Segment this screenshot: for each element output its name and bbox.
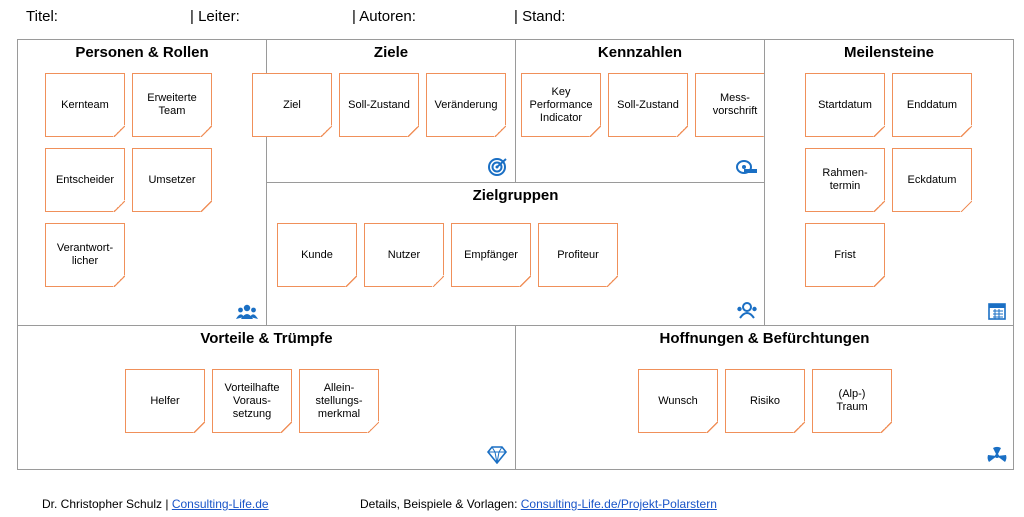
panel-title: Hoffnungen & Befürchtungen	[659, 330, 870, 347]
sticky-note: (Alp-) Traum	[812, 369, 892, 433]
panel-meilensteine: Meilensteine Startdatum Enddatum Rahmen-…	[764, 39, 1014, 326]
panel-title: Personen & Rollen	[75, 44, 209, 61]
author-text: Dr. Christopher Schulz |	[42, 497, 172, 511]
target-icon	[488, 158, 507, 176]
sticky-note: Verantwort- licher	[45, 223, 125, 287]
header-leiter: | Leiter:	[190, 8, 240, 25]
diamond-icon	[486, 446, 508, 464]
panel-title: Meilensteine	[843, 44, 935, 61]
author-link[interactable]: Consulting-Life.de	[171, 497, 269, 511]
sticky-note: Frist	[805, 223, 885, 287]
radiation-icon	[987, 446, 1007, 462]
sticky-note: Enddatum	[892, 73, 972, 137]
sticky-note: Profiteur	[538, 223, 618, 287]
sticky-note: Nutzer	[364, 223, 444, 287]
sticky-note: Vorteilhafte Voraus- setzung	[212, 369, 292, 433]
header-titel: Titel:	[26, 8, 58, 25]
sticky-note: Rahmen- termin	[805, 148, 885, 212]
panel-vorteile-truempfe: Vorteile & Trümpfe Helfer Vorteilhafte V…	[17, 325, 516, 470]
sticky-note: Risiko	[725, 369, 805, 433]
sticky-note: Ziel	[252, 73, 332, 137]
footer-details: Details, Beispiele & Vorlagen: Consultin…	[360, 497, 717, 511]
sticky-note: Startdatum	[805, 73, 885, 137]
panel-title: Vorteile & Trümpfe	[200, 330, 333, 347]
sticky-note: Mess- vorschrift	[695, 73, 775, 137]
panel-title: Kennzahlen	[597, 44, 683, 61]
panel-title: Ziele	[373, 44, 409, 61]
sticky-note: Key Performance Indicator	[521, 73, 601, 137]
sticky-note: Entscheider	[45, 148, 125, 212]
sticky-note: Empfänger	[451, 223, 531, 287]
panel-title: Zielgruppen	[472, 187, 559, 204]
sticky-note: Soll-Zustand	[339, 73, 419, 137]
sticky-note: Soll-Zustand	[608, 73, 688, 137]
sticky-note: Kunde	[277, 223, 357, 287]
header-autoren: | Autoren:	[352, 8, 416, 25]
details-link[interactable]: Consulting-Life.de/Projekt-Polarstern	[520, 497, 717, 511]
people-icon	[236, 304, 258, 319]
sticky-note: Allein- stellungs- merkmal	[299, 369, 379, 433]
footer-author: Dr. Christopher Schulz | Consulting-Life…	[42, 497, 269, 511]
panel-zielgruppen: Zielgruppen Kunde Nutzer Empfänger Profi…	[266, 182, 765, 326]
panel-hoffnungen-befuerchtungen: Hoffnungen & Befürchtungen Wunsch Risiko…	[515, 325, 1014, 470]
audience-icon	[737, 302, 757, 319]
sticky-note: Umsetzer	[132, 148, 212, 212]
details-text: Details, Beispiele & Vorlagen:	[360, 497, 521, 511]
sticky-note: Helfer	[125, 369, 205, 433]
sticky-note: Veränderung	[426, 73, 506, 137]
calendar-icon	[988, 303, 1006, 320]
panel-personen-rollen: Personen & Rollen Kernteam Erweiterte Te…	[17, 39, 267, 326]
sticky-note: Kernteam	[45, 73, 125, 137]
header-stand: | Stand:	[514, 8, 566, 25]
sticky-note: Wunsch	[638, 369, 718, 433]
sticky-note: Eckdatum	[892, 148, 972, 212]
measuring-tape-icon	[736, 160, 757, 174]
sticky-note: Erweiterte Team	[132, 73, 212, 137]
